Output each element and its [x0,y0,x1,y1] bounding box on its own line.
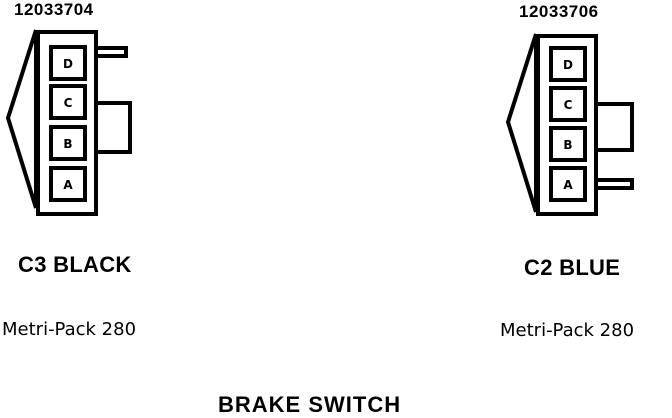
left-latch-tab-middle [96,101,132,154]
left-connector-housing [36,30,98,216]
left-terminal-label: B [63,137,72,151]
left-cavity-d [49,45,87,81]
right-terminal-label: C [564,98,573,112]
right-cavity-d [549,46,587,82]
right-terminal-label: D [563,58,573,72]
left-part-number: 12033704 [14,0,94,19]
left-cavity-a [49,166,87,202]
right-part-number: 12033706 [519,2,599,21]
left-terminal-label: A [63,178,73,192]
left-connector-hood [5,29,38,209]
right-connector-hood [505,33,538,213]
left-latch-tab-top [96,46,128,58]
right-cavity-b [549,126,587,162]
right-connector [505,33,634,216]
left-terminal-label: C [64,96,73,110]
right-latch-tab-bottom [596,178,634,190]
left-connector-series: Metri-Pack 280 [2,319,137,340]
diagram-title: BRAKE SWITCH [218,392,402,417]
left-connector [5,29,132,216]
right-terminal-label: B [563,138,572,152]
right-connector-name: C2 BLUE [524,255,621,280]
right-latch-tab-middle [596,102,634,152]
right-connector-series: Metri-Pack 280 [500,320,635,341]
right-terminal-label: A [563,178,573,192]
left-terminal-label: D [63,57,73,71]
left-cavity-c [49,84,87,120]
left-cavity-b [49,125,87,161]
right-cavity-a [549,166,587,202]
left-connector-name: C3 BLACK [18,252,132,277]
right-cavity-c [549,86,587,122]
right-connector-housing [536,34,598,216]
